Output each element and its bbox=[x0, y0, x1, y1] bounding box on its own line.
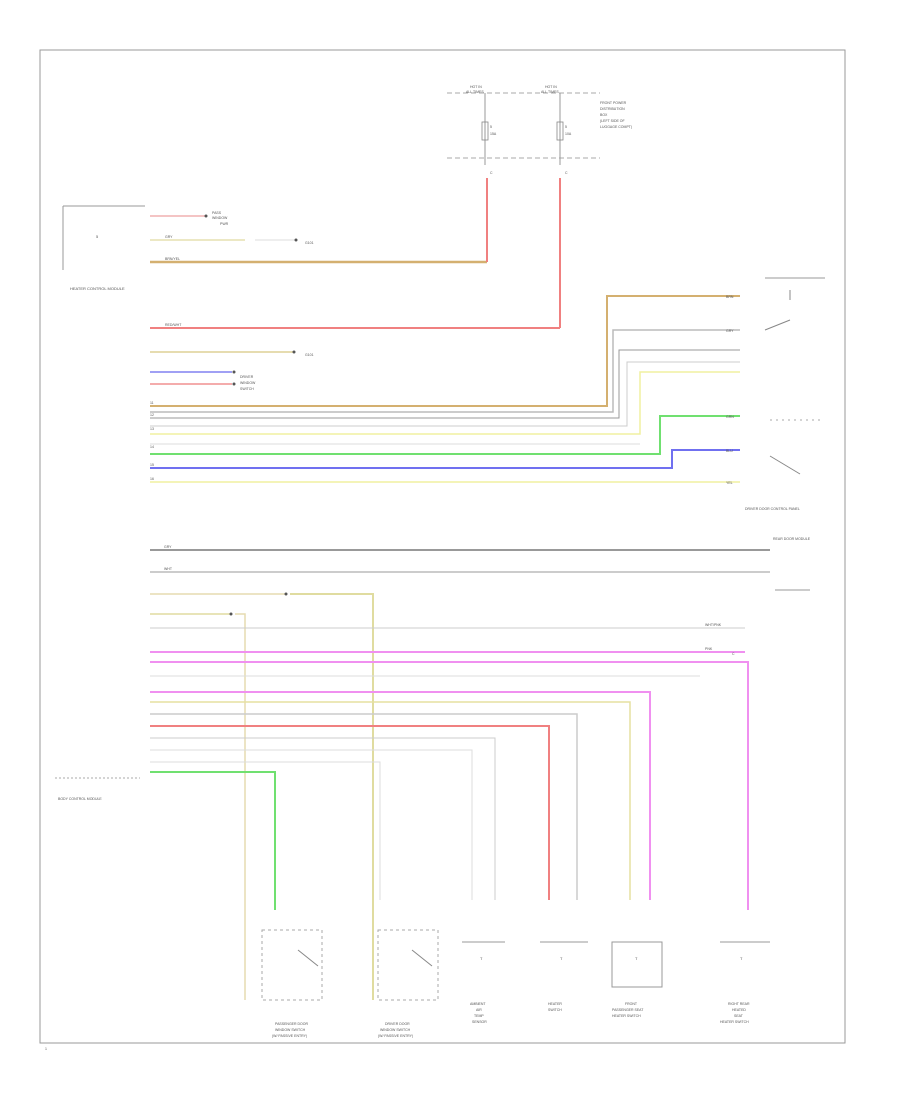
svg-text:12: 12 bbox=[150, 413, 154, 417]
svg-text:T: T bbox=[740, 956, 743, 961]
driver-window-label-2: WINDOW SWITCH bbox=[380, 1028, 411, 1032]
passenger-seat-label-2: PASSENGER SEAT bbox=[612, 1008, 644, 1012]
wire-label-red-wht: RED/WHT bbox=[165, 323, 182, 327]
svg-text:16: 16 bbox=[150, 477, 154, 481]
wire-label-yel: YEL bbox=[726, 481, 733, 485]
svg-text:WINDOW: WINDOW bbox=[240, 381, 256, 385]
fuse2-size: 10A bbox=[565, 132, 572, 136]
svg-text:SWITCH: SWITCH bbox=[240, 387, 254, 391]
bottom-components: T T T T PASSENGER DOOR WINDOW SWITCH (W/… bbox=[261, 929, 770, 1038]
fuse1-title-bot: ALL TIMES bbox=[466, 90, 484, 94]
heater-module-label: HEATER CONTROL MODULE bbox=[70, 286, 125, 291]
svg-text:WINDOW: WINDOW bbox=[212, 216, 228, 220]
passenger-window-label-3: (W/ PASSIVE ENTRY) bbox=[272, 1034, 307, 1038]
wire-label-gry-c: GRY bbox=[164, 545, 172, 549]
fuse1-pin: C bbox=[490, 171, 493, 175]
fuse-block-label-3: BOX bbox=[600, 113, 608, 117]
wire-label-pnk: PNK bbox=[705, 647, 713, 651]
wire-label-wht: WHT bbox=[164, 567, 173, 571]
fuse1-title-top: HOT IN bbox=[470, 85, 482, 89]
svg-text:PASS: PASS bbox=[212, 211, 222, 215]
fuse2-amp: 5 bbox=[565, 125, 567, 129]
heater-control-module: 5 HEATER CONTROL MODULE bbox=[62, 205, 145, 291]
ambient-label-3: TEMP bbox=[474, 1014, 484, 1018]
passenger-seat-label-3: HEATER SWITCH bbox=[612, 1014, 641, 1018]
fuse-block-label-1: FRONT POWER bbox=[600, 101, 627, 105]
wire-label-wht-pnk: WHT/PNK bbox=[705, 623, 722, 627]
wire-label-blu: BLU bbox=[726, 449, 733, 453]
front-heated-label-4: HEATER SWITCH bbox=[720, 1020, 749, 1024]
heater-module-mark: 5 bbox=[96, 234, 99, 239]
door-panel-label: DRIVER DOOR CONTROL PANEL bbox=[745, 507, 800, 511]
fuse2-title-bot: ALL TIMES bbox=[541, 90, 559, 94]
fuse-block-label-4: (LEFT SIDE OF bbox=[600, 119, 625, 123]
driver-window-label-3: (W/ PASSIVE ENTRY) bbox=[378, 1034, 413, 1038]
front-heated-label-1: RIGHT REAR bbox=[728, 1002, 750, 1006]
svg-text:T: T bbox=[480, 956, 483, 961]
door-panel-wires: RED/WHT G101 DRIVER WINDOW SWITCH 11 12 … bbox=[150, 277, 825, 511]
diagram-frame bbox=[39, 49, 846, 1044]
svg-text:11: 11 bbox=[150, 401, 154, 405]
ambient-label-1: AMBIENT bbox=[470, 1002, 486, 1006]
svg-text:DRIVER: DRIVER bbox=[240, 375, 254, 379]
heater-wires: PASS WINDOW PWR GRY G101 BRN/YEL bbox=[150, 178, 561, 328]
heater-switch-label-1: HEATER bbox=[548, 1002, 562, 1006]
body-control-label: BODY CONTROL MODULE bbox=[58, 797, 102, 801]
svg-text:C: C bbox=[732, 652, 735, 656]
fuse-block-label-2: DISTRIBUTION bbox=[600, 107, 625, 111]
fuse-block-label-5: LUGGAGE COMPT) bbox=[600, 125, 632, 129]
rear-door-module: GRY WHT REAR DOOR MODULE bbox=[150, 537, 811, 591]
body-control-wires: WHT/PNK PNK BODY CONTROL MODULE C bbox=[55, 592, 749, 1000]
svg-text:T: T bbox=[635, 956, 638, 961]
wire-label-grn: GRN bbox=[726, 415, 734, 419]
heater-switch-label-2: SWITCH bbox=[548, 1008, 562, 1012]
svg-text:13: 13 bbox=[150, 427, 154, 431]
svg-text:PWR: PWR bbox=[220, 222, 229, 226]
fuse1-amp: 5 bbox=[490, 125, 492, 129]
passenger-seat-label-1: FRONT bbox=[625, 1002, 638, 1006]
g101-label-a: G101 bbox=[305, 241, 314, 245]
page-number: 1 bbox=[45, 1047, 47, 1051]
passenger-window-label-2: WINDOW SWITCH bbox=[275, 1028, 306, 1032]
g101-label-b: G101 bbox=[305, 353, 314, 357]
ambient-label-2: AIR bbox=[476, 1008, 482, 1012]
wire-label-brn: BRN bbox=[726, 295, 734, 299]
wire-label-brn-yel: BRN/YEL bbox=[165, 257, 180, 261]
svg-text:15: 15 bbox=[150, 463, 154, 467]
fuse-block: HOT IN ALL TIMES 5 15A C HOT IN ALL TIME… bbox=[447, 85, 632, 175]
front-heated-label-3: SEAT bbox=[734, 1014, 744, 1018]
rear-door-label: REAR DOOR MODULE bbox=[773, 537, 811, 541]
front-heated-label-2: HEATED bbox=[732, 1008, 746, 1012]
fuse2-pin: C bbox=[565, 171, 568, 175]
ambient-label-4: SENSOR bbox=[472, 1020, 487, 1024]
driver-window-label-1: DRIVER DOOR bbox=[385, 1022, 410, 1026]
wire-label-gry-b: GRY bbox=[726, 329, 734, 333]
svg-text:T: T bbox=[560, 956, 563, 961]
wire-label-gry: GRY bbox=[165, 235, 173, 239]
fuse1-size: 15A bbox=[490, 132, 497, 136]
svg-text:14: 14 bbox=[150, 445, 154, 449]
fuse2-title-top: HOT IN bbox=[545, 85, 557, 89]
passenger-window-label-1: PASSENGER DOOR bbox=[275, 1022, 308, 1026]
